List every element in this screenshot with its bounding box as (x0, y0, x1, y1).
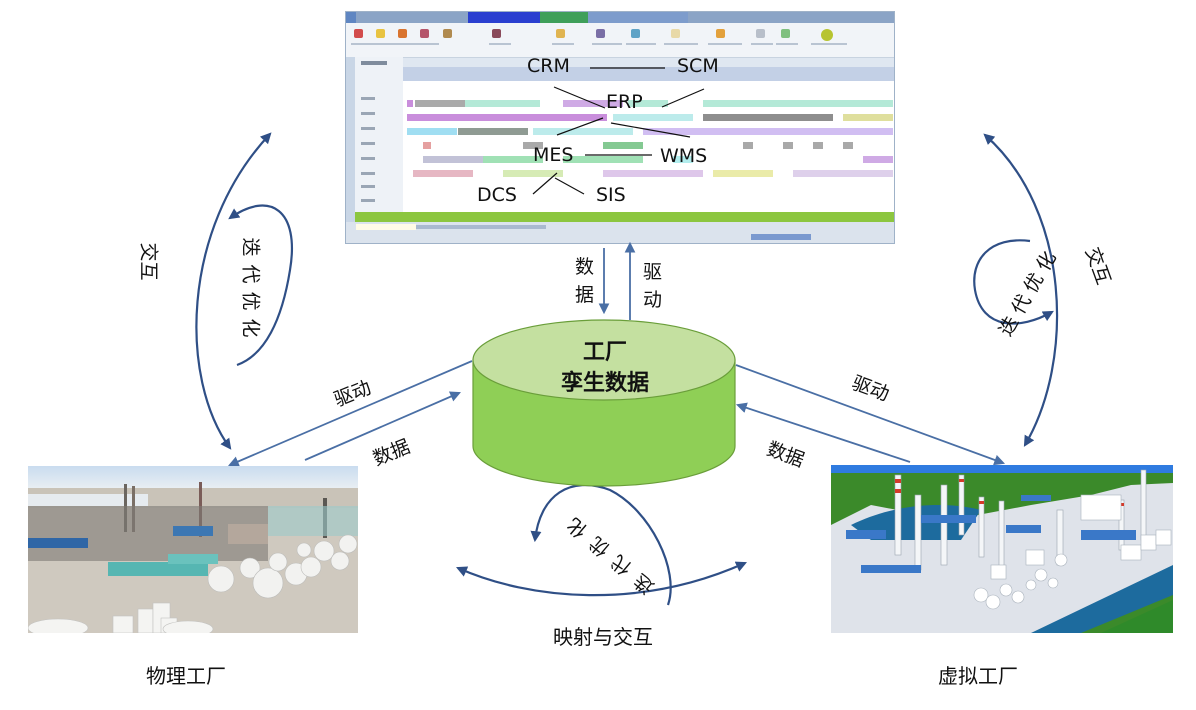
erp-mes-link (556, 117, 604, 136)
system-dcs: DCS (477, 184, 517, 206)
erp-wms-link (610, 122, 691, 138)
app-sidebar (346, 57, 355, 243)
left-iteration-label: 迭代优化 (239, 237, 262, 346)
mes-sis-link (554, 177, 585, 195)
left-drive-arrow (228, 360, 473, 467)
right-drive-arrow (735, 364, 1006, 466)
right-data-arrow (735, 402, 911, 463)
system-erp: ERP (606, 91, 643, 113)
system-mes: MES (533, 144, 574, 166)
crm-erp-link (553, 86, 606, 109)
physical-factory-image (28, 466, 358, 633)
right-iteration-loop (973, 239, 1054, 325)
mes-dcs-link (532, 172, 558, 195)
twin-data-cylinder (472, 319, 736, 487)
right-interaction-loop (983, 133, 1059, 447)
app-ribbon-toolbar (346, 23, 894, 58)
app-gantt-timeline (403, 67, 894, 81)
system-wms: WMS (660, 145, 708, 167)
app-status-bar (355, 212, 894, 222)
scm-erp-link (661, 88, 705, 108)
system-crm: CRM (527, 55, 570, 77)
cylinder-title-line2: 孪生数据 (560, 371, 649, 396)
top-data-label: 数据 (575, 256, 595, 306)
virtual-factory-caption: 虚拟工厂 (938, 664, 1018, 688)
bottom-mapping-label: 映射与交互 (553, 625, 653, 649)
system-sis: SIS (596, 184, 626, 206)
systems-screenshot (345, 11, 895, 244)
app-gantt-grid (403, 81, 894, 222)
cylinder-title-line1: 工厂 (582, 340, 627, 365)
left-interaction-label: 交互 (137, 242, 160, 281)
left-data-arrow (304, 391, 461, 461)
app-row-headers (355, 57, 403, 222)
virtual-factory-image (831, 465, 1173, 633)
bottom-mapping-arc (455, 561, 748, 597)
cylinder-top (472, 319, 736, 401)
app-titlebar (346, 12, 894, 23)
left-iteration-loop (228, 204, 293, 367)
left-interaction-loop (195, 132, 272, 450)
top-drive-label: 驱动 (643, 261, 663, 311)
physical-factory-caption: 物理工厂 (146, 664, 226, 688)
app-footer (346, 222, 894, 243)
system-scm: SCM (677, 55, 719, 77)
